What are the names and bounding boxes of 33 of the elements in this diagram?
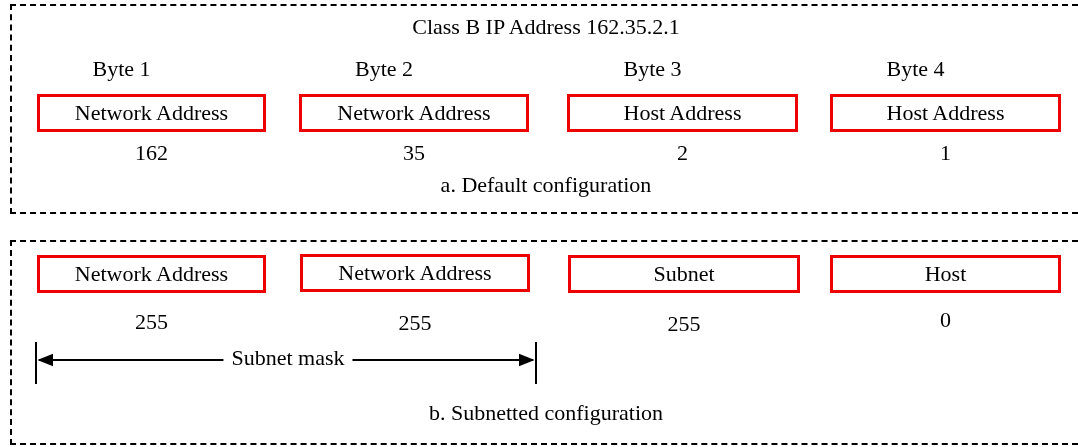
address-field-box: [299, 94, 529, 132]
byte-value: 162: [135, 140, 168, 166]
dashed-panel: [10, 240, 1078, 445]
field-label: Host Address: [623, 100, 742, 126]
byte-value: 255: [667, 311, 701, 337]
address-field-box: [830, 94, 1061, 132]
address-field-box: [37, 255, 266, 293]
byte-value: 0: [940, 307, 951, 333]
byte-value: 35: [403, 140, 425, 166]
address-field-box: [567, 94, 798, 132]
byte-value: 255: [135, 309, 168, 335]
byte-value: 2: [677, 140, 688, 166]
panel-caption: b. Subnetted configuration: [429, 400, 663, 426]
address-field-box: [37, 94, 266, 132]
address-field-box: [300, 254, 530, 292]
field-label: Network Address: [337, 100, 491, 126]
panel-heading: Class B IP Address 162.35.2.1: [412, 14, 680, 40]
address-field-box: [830, 255, 1061, 293]
field-label: Network Address: [338, 260, 492, 286]
field-label: Subnet: [653, 261, 715, 287]
field-label: Host: [924, 261, 967, 287]
address-field-box: [568, 255, 800, 293]
field-label: Network Address: [74, 261, 229, 287]
byte-label: Byte 3: [623, 56, 682, 82]
dashed-panel: [10, 4, 1078, 214]
byte-value: 255: [398, 310, 432, 336]
byte-label: Byte 4: [886, 56, 945, 82]
byte-label: Byte 1: [92, 56, 151, 82]
byte-value: 1: [940, 140, 951, 166]
byte-label: Byte 2: [354, 56, 414, 82]
field-label: Host Address: [886, 100, 1005, 126]
field-label: Network Address: [74, 100, 229, 126]
panel-caption: a. Default configuration: [440, 172, 652, 198]
